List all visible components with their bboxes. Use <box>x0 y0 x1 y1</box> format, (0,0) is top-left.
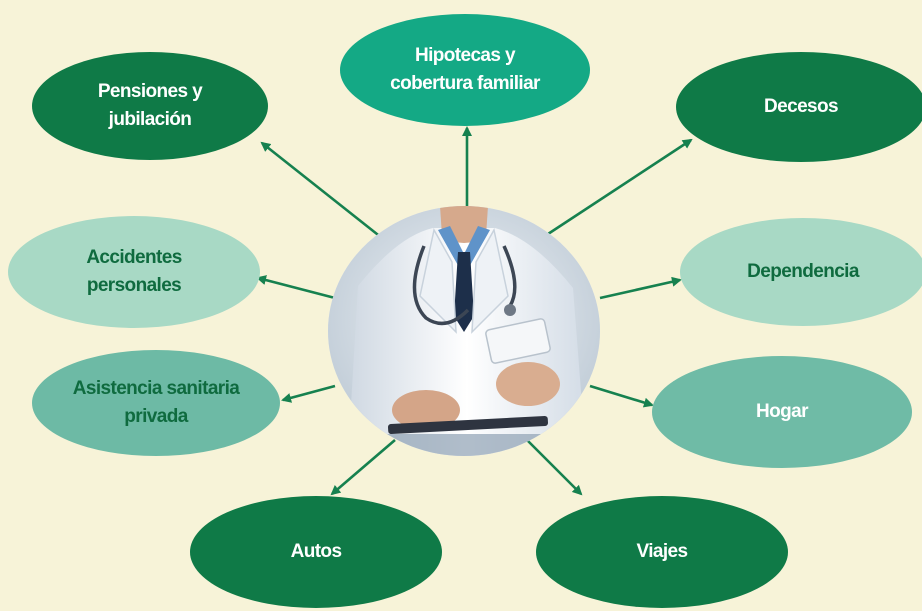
doctor-photo <box>328 206 600 456</box>
node-accidentes: Accidentes personales <box>8 216 260 328</box>
arrow-asistencia <box>281 384 336 403</box>
node-autos-label: Autos <box>290 541 342 563</box>
node-asistencia-label: Asistencia sanitaria privada <box>72 378 240 427</box>
node-hogar: Hogar <box>652 356 912 468</box>
node-asistencia: Asistencia sanitaria privada <box>32 350 280 456</box>
node-decesos: Decesos <box>676 52 922 162</box>
node-hogar-label: Hogar <box>756 401 809 423</box>
node-decesos-label: Decesos <box>764 96 839 118</box>
node-accidentes-label: Accidentes personales <box>86 247 182 296</box>
doctor-illustration <box>328 206 600 456</box>
arrow-autos <box>330 439 396 496</box>
arrow-hogar <box>589 384 654 408</box>
node-dependencia: Dependencia <box>680 218 922 326</box>
node-hipotecas: Hipotecas y cobertura familiar <box>340 14 590 126</box>
node-dependencia-label: Dependencia <box>747 261 859 283</box>
arrow-accidentes <box>256 275 336 300</box>
arrow-decesos <box>547 138 693 236</box>
node-viajes-label: Viajes <box>636 541 689 563</box>
node-autos: Autos <box>190 496 442 608</box>
node-hipotecas-label: Hipotecas y cobertura familiar <box>390 45 540 94</box>
node-pensiones: Pensiones y jubilación <box>32 52 268 160</box>
arrow-dependencia <box>599 276 682 300</box>
node-pensiones-label: Pensiones y jubilación <box>97 81 203 130</box>
arrow-viajes <box>526 439 583 496</box>
node-viajes: Viajes <box>536 496 788 608</box>
arrow-pensiones <box>260 141 383 240</box>
